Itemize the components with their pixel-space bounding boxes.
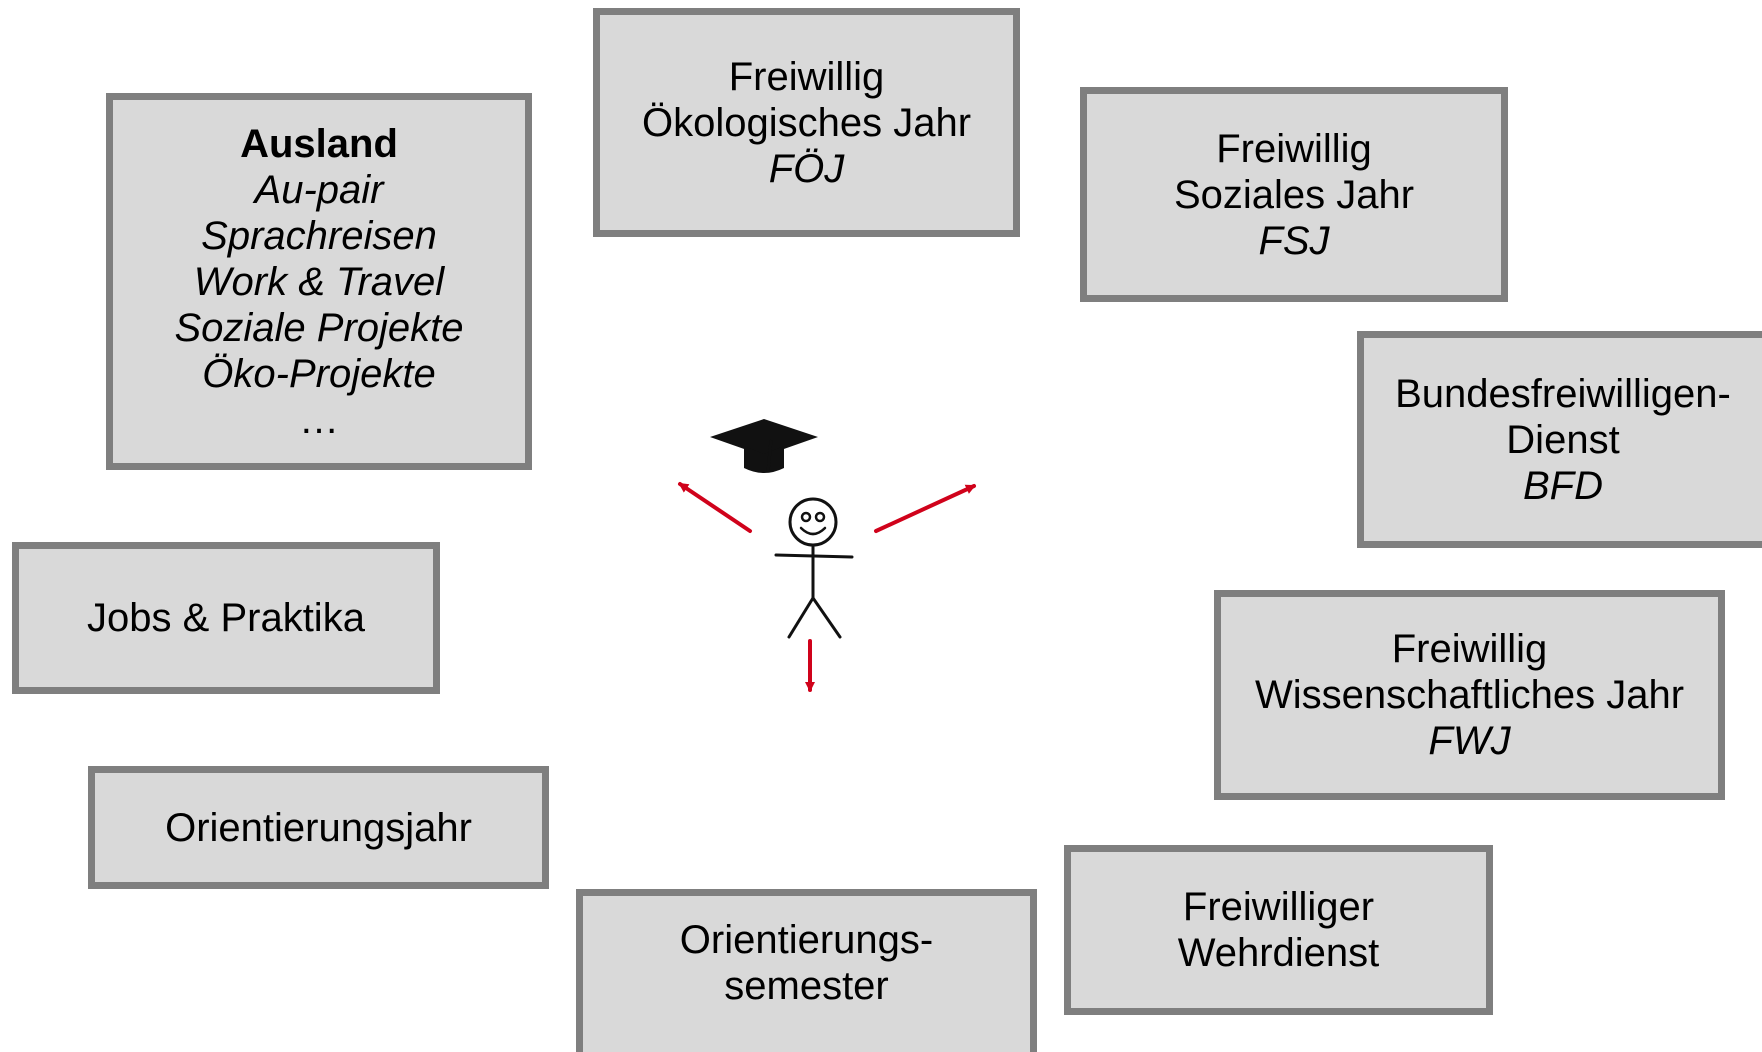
foej-line2: Ökologisches Jahr: [641, 100, 972, 145]
ausland-item-oeko-projekte: Öko-Projekte: [202, 351, 436, 396]
box-fsj: Freiwillig Soziales Jahr FSJ: [1080, 87, 1508, 302]
ausland-item-aupair: Au-pair: [254, 167, 384, 212]
box-jobs-praktika: Jobs & Praktika: [12, 542, 440, 694]
box-wehrdienst: Freiwilliger Wehrdienst: [1064, 845, 1493, 1015]
bfd-line1: Bundesfreiwilligen-: [1395, 371, 1731, 416]
orientierungssemester-line2: semester: [724, 964, 889, 1008]
direction-arrows: [678, 482, 976, 692]
orientierungsjahr-label: Orientierungsjahr: [165, 805, 472, 850]
fwj-abbr: FWJ: [1428, 719, 1511, 763]
box-orientierungssemester: Orientierungs- semester: [576, 889, 1037, 1052]
ausland-item-ellipsis: …: [298, 397, 339, 442]
wehrdienst-line1: Freiwilliger: [1182, 885, 1375, 929]
orientierungssemester-line1: Orientierungs-: [679, 918, 934, 962]
fwj-line1: Freiwillig: [1391, 627, 1548, 671]
box-bfd: Bundesfreiwilligen- Dienst BFD: [1357, 331, 1762, 548]
stick-figure-icon: [774, 497, 854, 639]
fsj-abbr: FSJ: [1258, 218, 1330, 263]
ausland-item-work-travel: Work & Travel: [193, 259, 445, 304]
fwj-line2: Wissenschaftliches Jahr: [1254, 673, 1685, 717]
arrow-right-icon: [874, 484, 976, 533]
ausland-item-sprachreisen: Sprachreisen: [201, 213, 437, 258]
bfd-line2: Dienst: [1506, 417, 1620, 462]
foej-line1: Freiwillig: [728, 54, 885, 99]
box-fwj: Freiwillig Wissenschaftliches Jahr FWJ: [1214, 590, 1725, 800]
jobs-label: Jobs & Praktika: [87, 596, 365, 640]
fsj-line2: Soziales Jahr: [1173, 172, 1415, 217]
fsj-line1: Freiwillig: [1216, 126, 1372, 171]
arrow-left-icon: [678, 482, 752, 533]
box-ausland: Ausland Au-pair Sprachreisen Work & Trav…: [106, 93, 532, 470]
ausland-title: Ausland: [240, 121, 398, 166]
box-orientierungsjahr: Orientierungsjahr: [88, 766, 549, 889]
wehrdienst-line2: Wehrdienst: [1177, 931, 1380, 975]
ausland-item-soziale-projekte: Soziale Projekte: [174, 305, 464, 350]
bfd-abbr: BFD: [1522, 463, 1603, 508]
graduation-cap-icon: [710, 419, 818, 473]
foej-abbr: FÖJ: [768, 146, 845, 191]
box-foej: Freiwillig Ökologisches Jahr FÖJ: [593, 8, 1020, 237]
